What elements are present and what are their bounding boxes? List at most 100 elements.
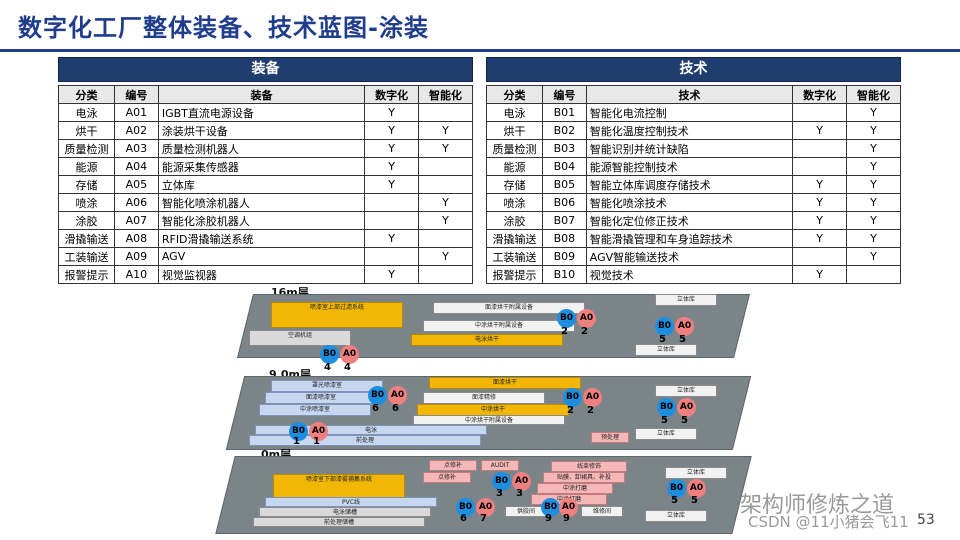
- equipment-cell: 报警提示: [58, 265, 115, 284]
- technology-cell: Y: [792, 229, 848, 248]
- storage-0m-a: 立体库: [665, 467, 727, 479]
- equipment-cell: 电泳: [58, 103, 115, 122]
- marker-b-number: 5: [661, 415, 668, 426]
- equipment-cell: A02: [113, 121, 159, 140]
- technology-cell: B04: [541, 157, 587, 176]
- technology-cell: B05: [541, 175, 587, 194]
- equipment-cell: Y: [364, 265, 420, 284]
- equipment-cell: A05: [113, 175, 159, 194]
- marker-b-bubble: B0: [655, 317, 674, 336]
- technology-cell: B09: [541, 247, 587, 266]
- marker-a-bubble: A0: [340, 345, 359, 364]
- marker-a-number: 1: [313, 436, 320, 447]
- topcoat-finishing: 面漆精修: [423, 392, 545, 404]
- equipment-column-header: 分类: [58, 85, 115, 104]
- technology-cell: Y: [846, 247, 901, 266]
- marker-a-bubble: A0: [559, 498, 578, 517]
- equipment-cell: Y: [364, 103, 420, 122]
- equipment-column-header: 数字化: [364, 85, 420, 104]
- technology-cell: Y: [846, 121, 901, 140]
- equipment-cell: 喷涂: [58, 193, 115, 212]
- equipment-cell: 能源采集传感器: [157, 157, 366, 176]
- marker-b-bubble: B0: [667, 479, 686, 498]
- technology-cell: 烘干: [486, 121, 543, 140]
- equipment-cell: A08: [113, 229, 159, 248]
- equipment-column-header: 智能化: [418, 85, 473, 104]
- equipment-cell: 视觉监视器: [157, 265, 366, 284]
- technology-column-header: 智能化: [846, 85, 901, 104]
- equipment-cell: [418, 229, 473, 248]
- marker-a-bubble: A0: [687, 479, 706, 498]
- page-title: 数字化工厂整体装备、技术蓝图-涂装: [18, 14, 429, 42]
- storage-16m-a: 立体库: [655, 294, 717, 306]
- technology-cell: Y: [846, 211, 901, 230]
- technology-cell: Y: [846, 229, 901, 248]
- technology-cell: Y: [792, 175, 848, 194]
- equipment-cell: [418, 265, 473, 284]
- technology-cell: 智能化定位修正技术: [585, 211, 794, 230]
- technology-cell: AGV智能输送技术: [585, 247, 794, 266]
- technology-cell: Y: [846, 175, 901, 194]
- audit-station: AUDIT: [481, 460, 519, 471]
- topcoat-booth: 面漆喷漆室: [265, 392, 377, 404]
- equipment-cell: 烘干: [58, 121, 115, 140]
- equipment-cell: 质量检测机器人: [157, 139, 366, 158]
- technology-cell: B03: [541, 139, 587, 158]
- marker-b-number: 4: [324, 362, 331, 373]
- equipment-cell: 智能化喷涂机器人: [157, 193, 366, 212]
- equipment-cell: Y: [364, 139, 420, 158]
- marker-a-number: 7: [480, 513, 487, 524]
- marker-a-number: 5: [691, 495, 698, 506]
- marker-a-number: 5: [681, 415, 688, 426]
- equipment-cell: [364, 247, 420, 266]
- pretreatment-line: 前处理: [249, 435, 481, 446]
- title-divider: [0, 49, 960, 52]
- equipment-header-row: 分类编号装备数字化智能化: [58, 85, 473, 104]
- equipment-cell: 涂胶: [58, 211, 115, 230]
- storage-0m-b: 立体库: [645, 510, 707, 522]
- topcoat-oven-auxiliary: 面漆烘干附属设备: [433, 302, 585, 314]
- technology-cell: Y: [846, 193, 901, 212]
- marker-b-bubble: B0: [368, 386, 387, 405]
- marker-b-number: 6: [460, 513, 467, 524]
- equipment-cell: Y: [418, 121, 473, 140]
- technology-cell: B02: [541, 121, 587, 140]
- equipment-cell: [364, 211, 420, 230]
- page-number: 53: [917, 512, 935, 528]
- spray-booth-lower-capture: 喷漆室下部漆雾捕集系统: [273, 474, 405, 498]
- marker-a-bubble: A0: [577, 309, 596, 328]
- marker-a-number: 2: [581, 326, 588, 337]
- marker-b-number: 6: [372, 403, 379, 414]
- technology-cell: 工装输送: [486, 247, 543, 266]
- technology-cell: [846, 265, 901, 284]
- equipment-cell: Y: [364, 121, 420, 140]
- technology-cell: B07: [541, 211, 587, 230]
- technology-column-header: 技术: [585, 85, 794, 104]
- equipment-cell: [418, 157, 473, 176]
- technology-cell: 智能立体库调度存储技术: [585, 175, 794, 194]
- marker-a-number: 6: [392, 403, 399, 414]
- technology-cell: 报警提示: [486, 265, 543, 284]
- primer-sanding-a: 中涂打磨: [537, 483, 613, 494]
- technology-cell: B08: [541, 229, 587, 248]
- equipment-cell: IGBT直流电源设备: [157, 103, 366, 122]
- primer-booth: 中涂喷漆室: [259, 404, 371, 416]
- technology-cell: 视觉技术: [585, 265, 794, 284]
- equipment-cell: A06: [113, 193, 159, 212]
- ed-oven: 电泳烘干: [411, 334, 563, 346]
- technology-cell: 能源: [486, 157, 543, 176]
- primer-oven-auxiliary: 中涂烘干附属设备: [423, 320, 575, 332]
- equipment-cell: Y: [364, 157, 420, 176]
- technology-cell: Y: [846, 157, 901, 176]
- technology-cell: [792, 157, 848, 176]
- equipment-cell: A09: [113, 247, 159, 266]
- equipment-cell: A01: [113, 103, 159, 122]
- marker-a-number: 9: [563, 513, 570, 524]
